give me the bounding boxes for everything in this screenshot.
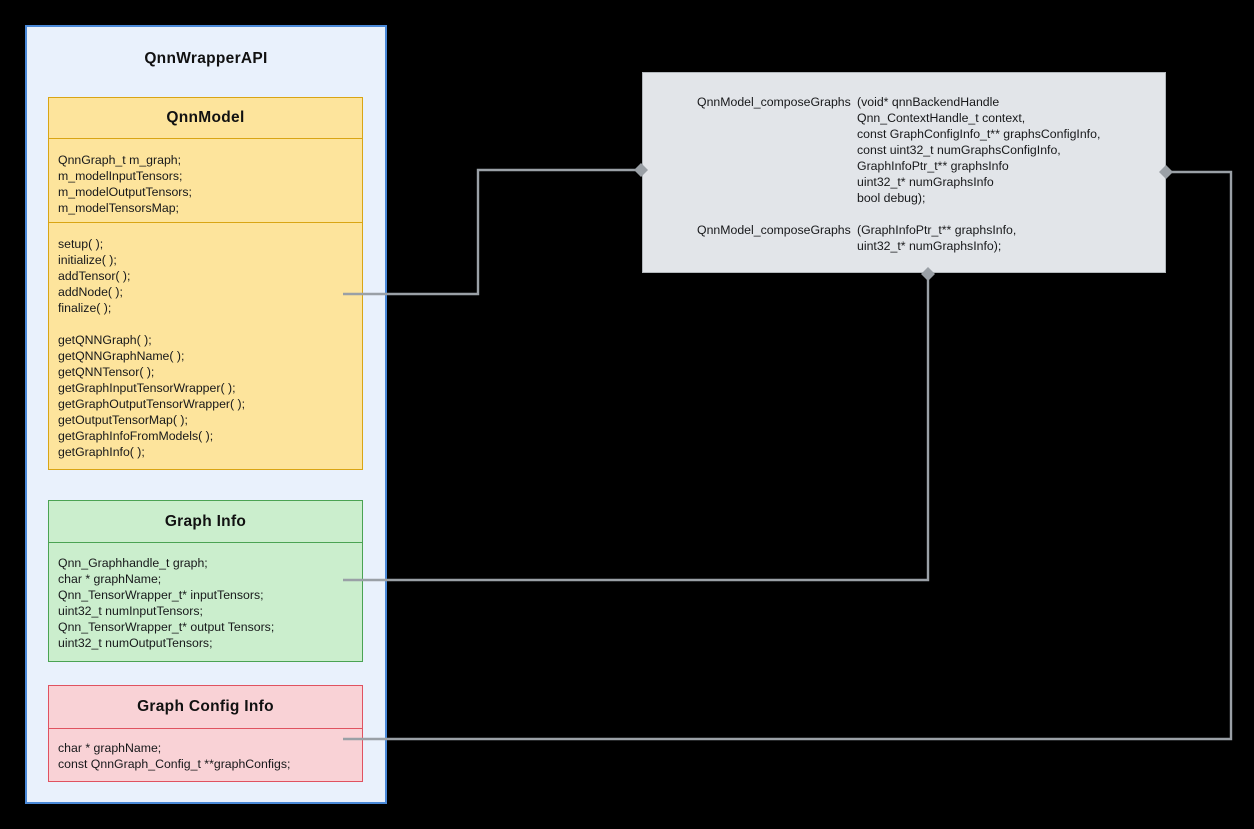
code-line [58,316,354,332]
code-line: const QnnGraph_Config_t **graphConfigs; [58,757,291,771]
code-line: getGraphInfoFromModels( ); [58,429,214,443]
code-line: getGraphInputTensorWrapper( ); [58,381,236,395]
code-line: Qnn_TensorWrapper_t* output Tensors; [58,620,275,634]
code-line: bool debug); [857,191,926,205]
code-line: Qnn_Graphhandle_t graph; [58,556,208,570]
code-line: uint32_t numInputTensors; [58,604,203,618]
code-line: addTensor( ); [58,269,131,283]
qnnmodel-fields-list: QnnGraph_t m_graph; m_modelInputTensors;m… [49,139,362,223]
code-line: finalize( ); [58,301,112,315]
code-line: char * graphName; [58,741,162,755]
code-line: addNode( ); [58,285,123,299]
code-line: GraphInfoPtr_t** graphsInfo [857,159,1009,173]
code-line: getQNNGraphName( ); [58,349,185,363]
connector-qnnmodel-to-composegraphs [343,168,641,296]
code-line: Qnn_ContextHandle_t context, [857,111,1026,125]
code-line: uint32_t* numGraphsInfo [857,175,994,189]
code-line: setup( ); [58,237,104,251]
composegraphs-signature-2: QnnModel_composeGraphs (GraphInfoPtr_t**… [697,222,1165,254]
code-line: (void* qnnBackendHandle [857,95,1000,109]
graphconfiginfo-class-box: Graph Config Info char * graphName; const… [48,685,363,782]
composegraphs-signature-1: QnnModel_composeGraphs (void* qnnBackend… [697,94,1165,206]
code-line: (GraphInfoPtr_t** graphsInfo, [857,223,1017,237]
code-line: getGraphInfo( ); [58,445,145,459]
code-line: char * graphName; [58,572,162,586]
function-name: QnnModel_composeGraphs [697,95,851,109]
code-line: m_modelTensorsMap; [58,201,179,215]
code-line: getOutputTensorMap( ); [58,413,188,427]
code-line: Qnn_TensorWrapper_t* inputTensors; [58,588,264,602]
code-line: uint32_t numOutputTensors; [58,636,213,650]
code-line: QnnGraph_t m_graph; [58,153,182,167]
composegraphs-signature-box: QnnModel_composeGraphs (void* qnnBackend… [642,72,1166,273]
code-line: initialize( ); [58,253,117,267]
graphinfo-class-box: Graph Info Qnn_Graphhandle_t graph; char … [48,500,363,662]
code-line: getGraphOutputTensorWrapper( ); [58,397,246,411]
code-line: m_modelOutputTensors; [58,185,192,199]
code-line: getQNNTensor( ); [58,365,155,379]
graphinfo-header: Graph Info [49,501,362,543]
graphconfiginfo-fields-list: char * graphName; const QnnGraph_Config_t… [49,729,362,772]
qnnmodel-header: QnnModel [49,98,362,139]
code-line: const uint32_t numGraphsConfigInfo, [857,143,1061,157]
function-params: (GraphInfoPtr_t** graphsInfo, uint32_t* n… [857,222,1165,254]
code-line: getQNNGraph( ); [58,333,152,347]
qnnmodel-class-box: QnnModel QnnGraph_t m_graph; m_modelInput… [48,97,363,470]
graphconfiginfo-header: Graph Config Info [49,686,362,729]
diagram-title: QnnWrapperAPI [144,50,268,67]
code-line: const GraphConfigInfo_t** graphsConfigIn… [857,127,1101,141]
function-name: QnnModel_composeGraphs [697,223,851,237]
code-line: uint32_t* numGraphsInfo); [857,239,1002,253]
connector-graphinfo-to-composegraphs [343,274,930,582]
code-line: m_modelInputTensors; [58,169,183,183]
graphinfo-fields-list: Qnn_Graphhandle_t graph; char * graphName… [49,543,362,651]
qnnmodel-methods-list: setup( ); initialize( ); addTensor( ); addN… [49,223,362,460]
